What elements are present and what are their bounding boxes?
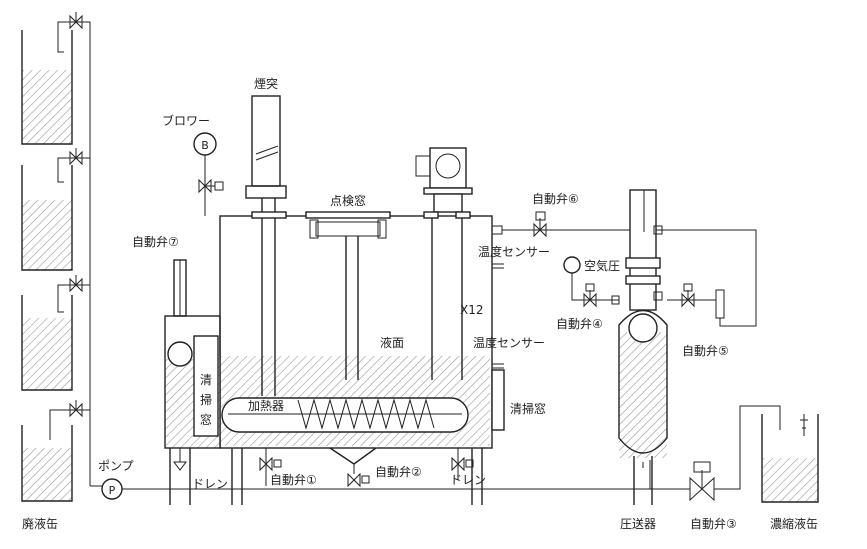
- inspection-window-label: 点検窓: [330, 193, 366, 208]
- pump-letter: P: [109, 484, 116, 497]
- valve7-label: 自動弁⑦: [132, 234, 179, 249]
- chimney: [245, 95, 287, 396]
- main-vessel-right-fittings: [491, 225, 505, 431]
- waste-tank: [21, 425, 73, 502]
- temp-sensor-top-label: 温度センサー: [478, 244, 550, 259]
- left-tank-2: [21, 165, 73, 271]
- pressure-vessel: [618, 189, 668, 505]
- waste-tank-label: 廃液缶: [22, 516, 58, 531]
- blower-letter: B: [201, 139, 209, 152]
- vapor-outlet-unit: [415, 147, 473, 380]
- chimney-label: 煙突: [254, 76, 278, 91]
- valve5-line: [653, 225, 757, 327]
- left-tank-1: [21, 30, 73, 145]
- blower: B: [193, 132, 224, 216]
- cleaning-window-left-char1: 清: [200, 373, 212, 387]
- heater-coil: [221, 397, 469, 433]
- valve4-label: 自動弁④: [556, 316, 603, 331]
- valve6-label: 自動弁⑥: [532, 191, 579, 206]
- valve3-label: 自動弁③: [690, 516, 737, 531]
- liquid-level-label: 液面: [380, 335, 404, 350]
- cleaning-window-right-label: 清掃窓: [510, 401, 546, 416]
- valve2-label: 自動弁②: [375, 464, 422, 479]
- temp-sensor-mid-label: 温度センサー: [473, 335, 545, 350]
- pump-label: ポンプ: [98, 459, 134, 473]
- x12-label: X12: [460, 303, 484, 317]
- blower-label: ブロワー: [162, 113, 210, 128]
- left-side-column: [164, 259, 221, 505]
- left-feed-piping: [49, 12, 91, 486]
- cleaning-window-left-char3: 窓: [200, 412, 212, 427]
- air-pressure-line: [563, 256, 620, 308]
- air-pressure-label: 空気圧: [584, 258, 620, 273]
- concentrate-tank: [761, 414, 819, 503]
- valve1-label: 自動弁①: [270, 472, 317, 487]
- valve6-line: [502, 211, 630, 238]
- pressure-vessel-label: 圧送器: [620, 516, 656, 531]
- left-tank-3: [21, 295, 73, 391]
- concentrate-tank-label: 濃縮液缶: [770, 516, 818, 531]
- drain-left-label: ドレン: [192, 477, 228, 491]
- drain-right-label: ドレン: [450, 473, 486, 487]
- main-vessel: [219, 215, 493, 505]
- bottom-main-pipe: [122, 405, 781, 502]
- inspection-window: [305, 211, 391, 380]
- valve5-label: 自動弁⑤: [682, 343, 729, 358]
- heater-label: 加熱器: [248, 399, 284, 413]
- cleaning-window-left-char2: 掃: [200, 392, 212, 407]
- bottom-valves: [259, 448, 474, 488]
